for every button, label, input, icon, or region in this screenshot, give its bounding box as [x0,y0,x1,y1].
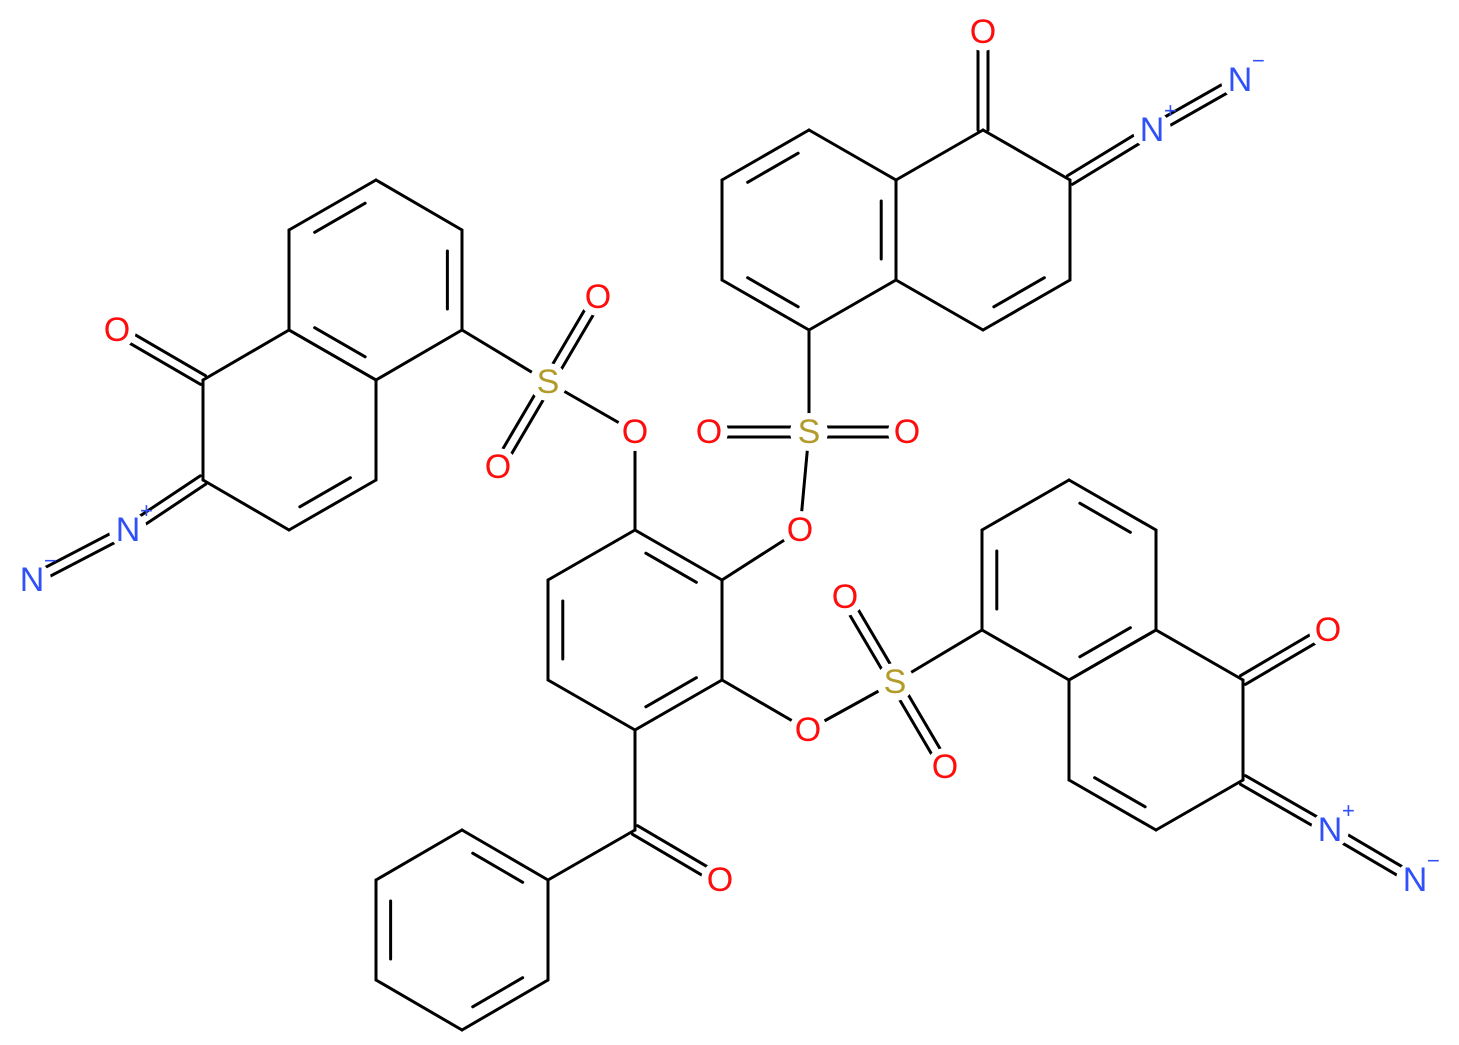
single-bond [201,328,291,382]
single-bond [981,278,1072,332]
atom-charge: + [140,498,153,523]
single-bond [1154,628,1245,682]
single-bond [720,128,811,182]
atom-n-left-plus: N+ [109,498,153,549]
atom-symbol: O [795,711,821,749]
atom-symbol: N [20,561,45,599]
atom-o-left-s1: O [579,278,617,316]
aromatic-inner-bond [644,676,698,709]
aromatic-inner-bond [471,976,525,1009]
atom-o-top-s2: O [888,413,926,451]
single-bond [1154,778,1245,832]
atom-symbol: O [894,413,920,451]
atom-o-right-s1: O [826,578,864,616]
aromatic-inner-bond [644,551,698,584]
atom-symbol: N [1228,61,1253,99]
aromatic-inner-bond [992,276,1046,309]
atom-o-left-s2: O [479,448,517,486]
atom-charge: + [1164,98,1177,123]
atom-symbol: O [1315,611,1341,649]
atom-n-top-minus: N− [1221,48,1265,99]
atom-o-top-s1: O [690,413,728,451]
single-bond [981,128,1072,182]
atom-s-right: S [876,663,914,701]
atom-s-top: S [790,413,828,451]
single-bond [980,478,1071,532]
atom-o-left-keto: O [98,311,136,349]
single-bond [546,528,637,582]
atom-o-right-keto: O [1309,611,1347,649]
atom-symbol: O [932,748,958,786]
single-bond [374,178,464,232]
single-bond [546,678,637,732]
single-bond [546,828,637,882]
atom-symbol: O [622,413,648,451]
atom-o-left-ester: O [616,413,654,451]
single-bond [1067,778,1158,832]
single-bond [807,278,898,332]
atom-symbol: S [798,413,821,451]
single-bond [201,478,291,532]
atom-o-top-ester: O [781,511,819,549]
atom-symbol: S [537,363,560,401]
atom-n-right-minus: N− [1396,848,1440,899]
aromatic-inner-bond [1093,776,1147,809]
aromatic-inner-bond [471,851,525,884]
single-bond [460,978,550,1032]
atom-n-right-plus: N+ [1311,798,1355,849]
atom-charge: + [1342,798,1355,823]
single-bond [720,278,811,332]
single-bond [980,628,1071,682]
single-bond [807,128,898,182]
atom-symbol: O [787,511,813,549]
single-bond [894,128,985,182]
atom-symbol: O [104,311,130,349]
atom-o-top-keto: O [964,13,1002,51]
atom-symbol: O [485,448,511,486]
atom-s-left: S [529,363,567,401]
atom-o-right-s2: O [926,748,964,786]
atom-charge: − [1252,48,1265,73]
single-bond [1067,628,1158,682]
atom-o-right-ester: O [789,711,827,749]
aromatic-inner-bond [298,476,352,509]
aromatic-inner-bond [746,151,800,184]
atom-symbol: S [884,663,907,701]
atom-o-benzoyl: O [701,861,739,899]
aromatic-inner-bond [1078,501,1132,534]
atom-n-left-minus: N− [13,548,57,599]
single-bond [633,528,724,582]
atom-charge: − [1427,848,1440,873]
single-bond [374,978,464,1032]
atom-charge: − [44,548,57,573]
atom-symbol: N [1403,861,1428,899]
atom-n-top-plus: N+ [1133,98,1177,149]
single-bond [374,328,464,382]
atom-symbol: O [970,13,996,51]
single-bond [460,828,550,882]
atom-symbol: O [707,861,733,899]
atom-symbol: O [585,278,611,316]
single-bond [287,478,378,532]
single-bond [287,328,378,382]
atom-symbol: N [116,511,141,549]
atom-symbol: N [1318,811,1343,849]
atom-symbol: O [832,578,858,616]
single-bond [1067,478,1158,532]
atom-symbol: N [1140,111,1165,149]
single-bond [374,828,464,882]
aromatic-inner-bond [746,276,800,309]
aromatic-inner-bond [1078,626,1132,659]
single-bond [287,178,378,232]
aromatic-inner-bond [313,326,367,359]
aromatic-inner-bond [313,201,367,234]
single-bond [633,678,724,732]
atom-symbol: O [696,413,722,451]
single-bond [894,278,985,332]
